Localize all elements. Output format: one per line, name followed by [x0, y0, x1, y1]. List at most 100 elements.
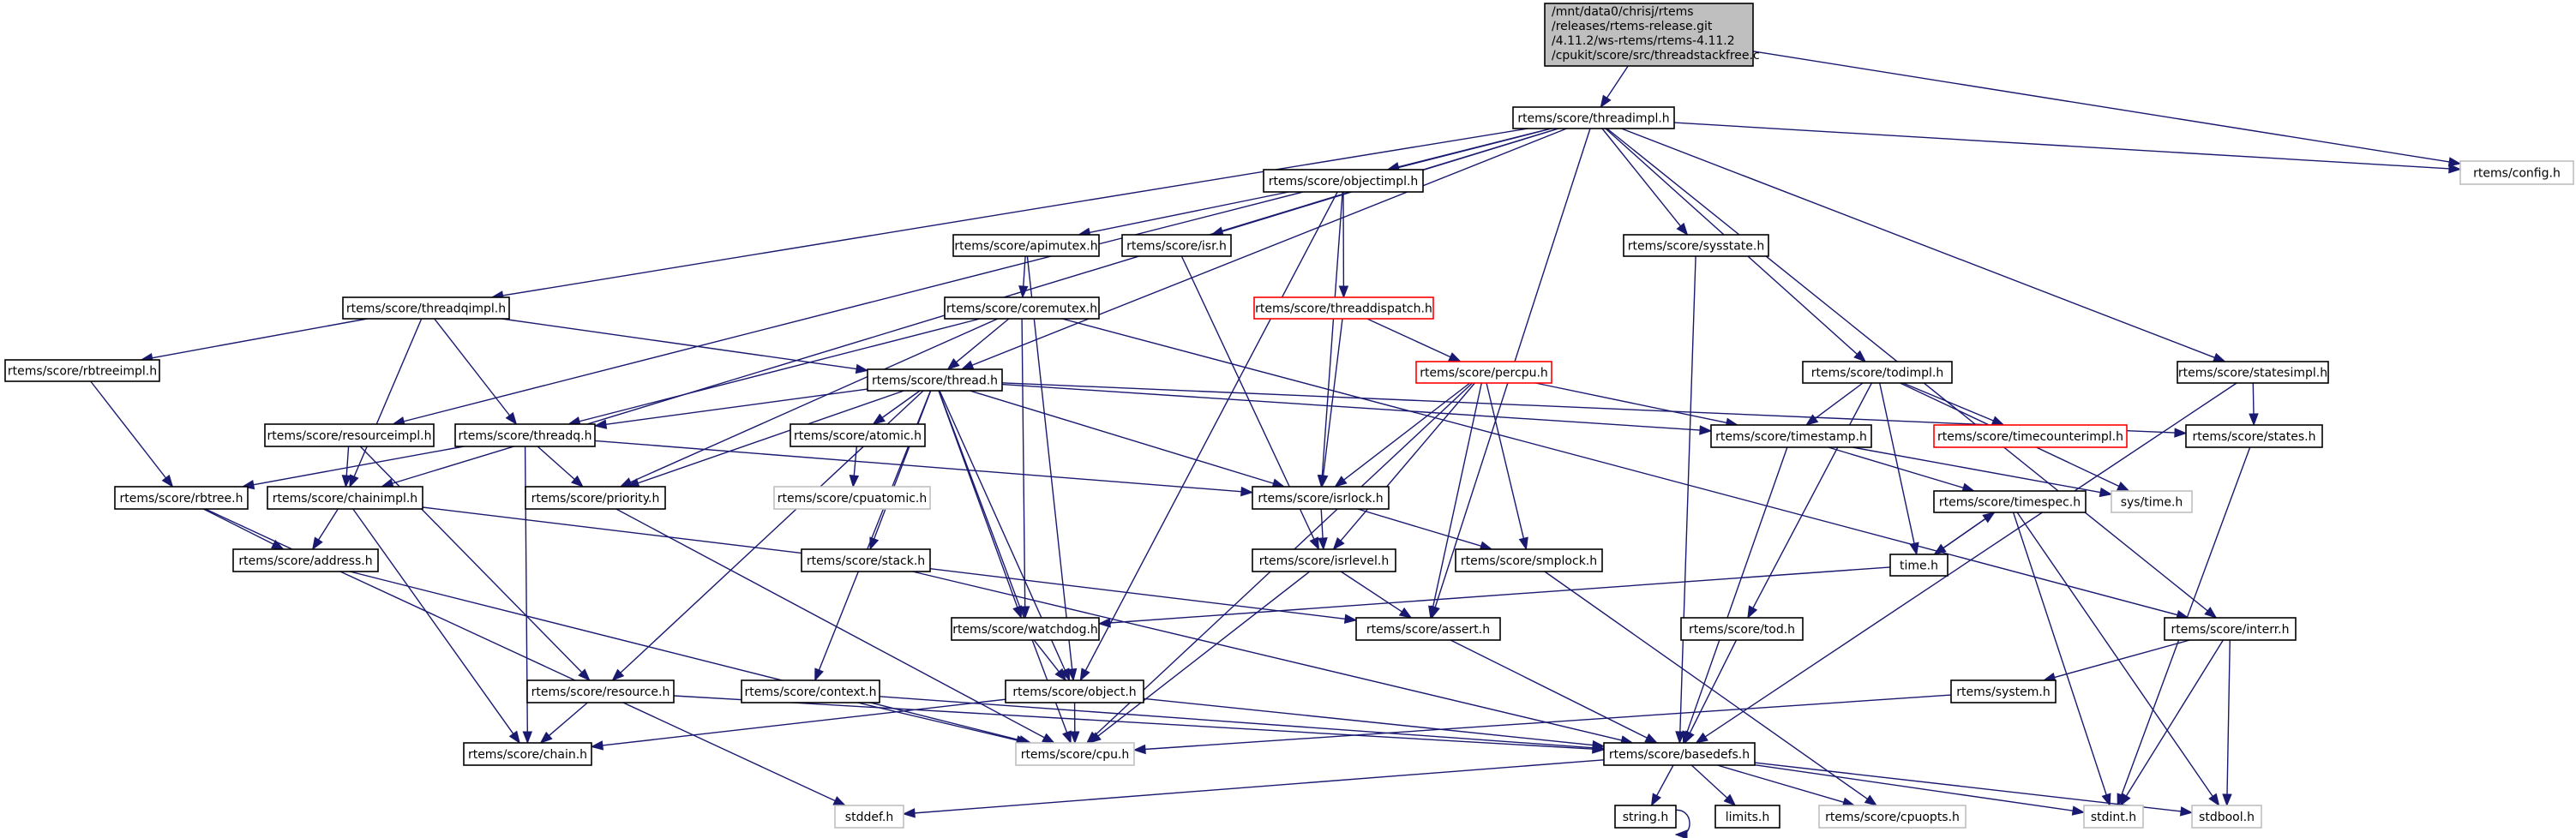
- node-thread[interactable]: rtems/score/thread.h: [867, 368, 1003, 392]
- node-apimutex[interactable]: rtems/score/apimutex.h: [952, 234, 1100, 257]
- node-label: rtems/config.h: [2473, 167, 2561, 181]
- edge-tod-to-basedefs: [1684, 639, 1738, 745]
- node-label: rtems/score/todimpl.h: [1811, 367, 1943, 380]
- edge-line: [1933, 518, 1987, 555]
- node-box: [2164, 617, 2297, 641]
- node-address[interactable]: rtems/score/address.h: [232, 548, 379, 572]
- node-root[interactable]: /mnt/data0/chrisj/rtems/releases/rtems-r…: [1544, 3, 1760, 67]
- arrowhead-icon: [1695, 732, 1708, 744]
- node-timespec[interactable]: rtems/score/timespec.h: [1933, 490, 2087, 513]
- edge-line: [1096, 571, 1311, 738]
- node-label: /releases/rtems-release.git: [1552, 20, 1713, 33]
- arrowhead-icon: [2204, 607, 2218, 619]
- node-todimpl[interactable]: rtems/score/todimpl.h: [1802, 361, 1953, 384]
- node-label: stdint.h: [2091, 811, 2136, 824]
- node-threaddispatch[interactable]: rtems/score/threaddispatch.h: [1253, 296, 1434, 320]
- node-isrlevel[interactable]: rtems/score/isrlevel.h: [1252, 548, 1396, 572]
- edge-resourceimpl-to-resource: [359, 446, 591, 681]
- node-box: [2185, 424, 2323, 448]
- node-box: [790, 423, 926, 447]
- node-isrlock[interactable]: rtems/score/isrlock.h: [1252, 486, 1390, 510]
- edge-line: [2053, 639, 2190, 679]
- node-limits[interactable]: limits.h: [1714, 805, 1780, 829]
- node-watchdog[interactable]: rtems/score/watchdog.h: [951, 617, 1100, 641]
- node-percpu[interactable]: rtems/score/percpu.h: [1415, 361, 1552, 384]
- node-smplock[interactable]: rtems/score/smplock.h: [1455, 548, 1603, 572]
- node-object[interactable]: rtems/score/object.h: [1005, 679, 1144, 703]
- node-objectimpl[interactable]: rtems/score/objectimpl.h: [1263, 169, 1424, 193]
- node-priority[interactable]: rtems/score/priority.h: [525, 486, 666, 510]
- edge-interr-to-stdint: [2119, 639, 2224, 807]
- node-cpuopts: rtems/score/cpuopts.h: [1818, 805, 1967, 829]
- node-statesimpl[interactable]: rtems/score/statesimpl.h: [2177, 361, 2329, 384]
- arrowhead-icon: [832, 796, 847, 806]
- edge-todimpl-to-timecounterimpl: [1902, 382, 2005, 426]
- node-label: /mnt/data0/chrisj/rtems: [1552, 5, 1694, 19]
- edge-sysstate-to-basedefs: [1675, 255, 1696, 745]
- node-box: [867, 368, 1003, 392]
- node-timecounterimpl[interactable]: rtems/score/timecounterimpl.h: [1933, 424, 2128, 448]
- arrowhead-icon: [1674, 829, 1688, 838]
- node-label: string.h: [1623, 811, 1669, 824]
- edge-line: [1754, 764, 2075, 811]
- edge-basedefs-to-string: [1650, 764, 1674, 807]
- node-system[interactable]: rtems/system.h: [1950, 679, 2057, 703]
- node-timestamp[interactable]: rtems/score/timestamp.h: [1710, 424, 1872, 448]
- edge-line: [1108, 566, 1891, 624]
- edge-threadqimpl-to-chainimpl: [349, 318, 423, 488]
- node-systime: sys/time.h: [2111, 490, 2193, 513]
- node-threadimpl[interactable]: rtems/score/threadimpl.h: [1512, 106, 1675, 129]
- edge-line: [1144, 694, 1952, 751]
- node-chainimpl[interactable]: rtems/score/chainimpl.h: [267, 486, 423, 510]
- node-label: rtems/score/timecounterimpl.h: [1937, 430, 2123, 444]
- node-states[interactable]: rtems/score/states.h: [2185, 424, 2323, 448]
- node-label: /cpukit/score/src/threadstackfree.c: [1552, 49, 1760, 63]
- arrowhead-icon: [1699, 425, 1713, 435]
- edge-line: [1321, 191, 1343, 477]
- node-time[interactable]: time.h: [1889, 554, 1949, 577]
- node-threadqimpl[interactable]: rtems/score/threadqimpl.h: [342, 296, 510, 320]
- edge-percpu-to-timestamp: [1535, 382, 1739, 428]
- edge-line: [879, 696, 1594, 749]
- node-threadq[interactable]: rtems/score/threadq.h: [454, 423, 596, 447]
- node-isr[interactable]: rtems/score/isr.h: [1121, 234, 1232, 257]
- node-resource[interactable]: rtems/score/resource.h: [526, 679, 675, 703]
- node-chain[interactable]: rtems/score/chain.h: [463, 742, 592, 766]
- edge-chainimpl-to-address: [311, 508, 339, 551]
- edge-objectimpl-to-isrlock: [1317, 191, 1343, 488]
- node-stdint: stdint.h: [2083, 805, 2144, 829]
- node-box: [1818, 805, 1967, 829]
- node-rbtreeimpl[interactable]: rtems/score/rbtreeimpl.h: [4, 359, 160, 382]
- node-sysstate[interactable]: rtems/score/sysstate.h: [1623, 234, 1769, 257]
- node-stdbool: stdbool.h: [2191, 805, 2262, 829]
- edge-root-to-config: [1752, 51, 2462, 167]
- arrowhead-icon: [1804, 414, 1819, 426]
- node-box: [1355, 617, 1501, 641]
- node-box: [1252, 486, 1390, 510]
- node-box: [2083, 805, 2144, 829]
- edge-line: [1621, 128, 2216, 359]
- node-basedefs[interactable]: rtems/score/basedefs.h: [1603, 742, 1756, 766]
- edge-line: [1673, 122, 2451, 170]
- node-tod[interactable]: rtems/score/tod.h: [1680, 617, 1804, 641]
- node-coremutex[interactable]: rtems/score/coremutex.h: [944, 296, 1100, 320]
- node-resourceimpl[interactable]: rtems/score/resourceimpl.h: [264, 423, 435, 447]
- edge-threadimpl-to-threadqimpl: [490, 128, 1528, 301]
- node-label: rtems/score/tod.h: [1689, 623, 1795, 637]
- node-box: [2111, 490, 2193, 513]
- edge-isrlock-to-isrlevel: [1318, 508, 1328, 551]
- arrowhead-icon: [849, 475, 860, 488]
- node-atomic[interactable]: rtems/score/atomic.h: [790, 423, 926, 447]
- node-stack[interactable]: rtems/score/stack.h: [801, 548, 931, 572]
- node-interr[interactable]: rtems/score/interr.h: [2164, 617, 2297, 641]
- node-string[interactable]: string.h: [1614, 805, 1677, 829]
- node-label: rtems/score/apimutex.h: [954, 240, 1097, 254]
- edge-isrlock-to-smplock: [1357, 508, 1493, 551]
- node-assert[interactable]: rtems/score/assert.h: [1355, 617, 1501, 641]
- node-context[interactable]: rtems/score/context.h: [741, 679, 880, 703]
- edge-line: [1828, 446, 1965, 489]
- edge-percpu-to-smplock: [1486, 382, 1528, 551]
- node-rbtree[interactable]: rtems/score/rbtree.h: [114, 486, 249, 510]
- arrowhead-icon: [1853, 350, 1867, 362]
- edge-line: [1544, 571, 1869, 800]
